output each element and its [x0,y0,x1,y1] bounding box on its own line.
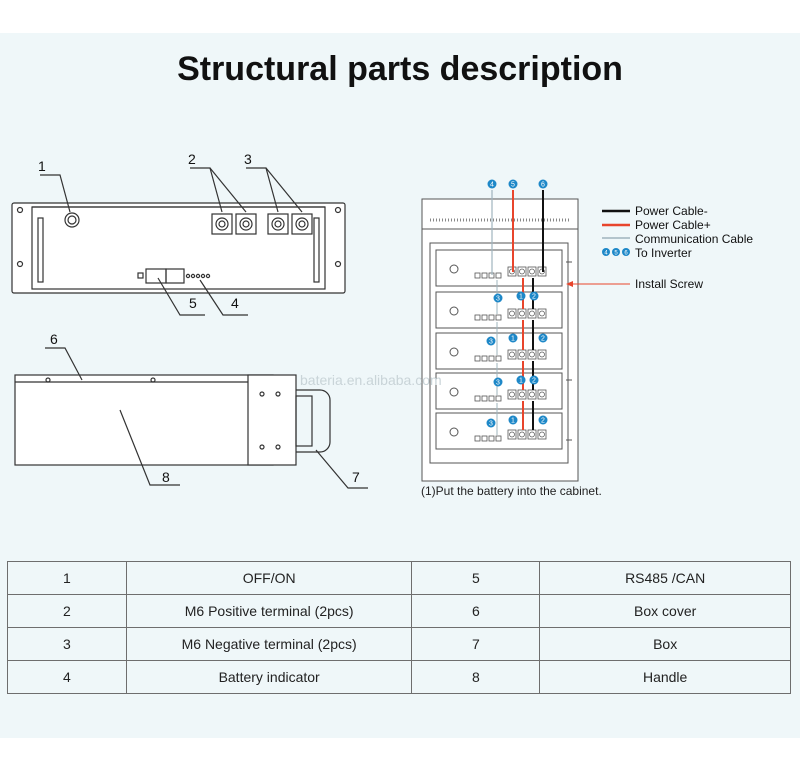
part-name-cell: Handle [539,660,791,694]
part-name-cell: M6 Negative terminal (2pcs) [125,627,413,661]
legend-power-cable-plus: Power Cable+ [635,218,711,232]
svg-text:2: 2 [532,378,536,385]
page-title: Structural parts description [177,50,623,88]
install-screw-label: Install Screw [635,277,703,291]
battery-module [435,249,563,287]
part-name-cell: Battery indicator [125,660,413,694]
cable-marker-icon: 3 [486,418,496,428]
cable-marker-icon: 1 [508,333,518,343]
part-name-cell: Box cover [539,594,791,628]
callout-5: 5 [189,295,197,311]
install-screw-arrowhead [566,281,573,287]
svg-text:4: 4 [490,182,494,189]
cable-marker-icon: 1 [516,291,526,301]
cable-marker-icon: 3 [486,336,496,346]
part-name-cell: M6 Positive terminal (2pcs) [125,594,413,628]
cable-marker-icon: 6 [538,179,548,189]
svg-text:2: 2 [541,336,545,343]
cabinet-caption: (1)Put the battery into the cabinet. [421,484,602,498]
callout-8: 8 [162,469,170,485]
inverter-markers: 4 5 6 [602,248,630,257]
cable-marker-icon: 2 [538,415,548,425]
legend-to-inverter: To Inverter [635,246,692,260]
svg-text:4: 4 [604,251,608,257]
callout-6: 6 [50,331,58,347]
part-number-cell: 6 [411,594,541,628]
cable-marker-icon: 3 [493,293,503,303]
part-number-cell: 5 [411,561,541,595]
svg-text:1: 1 [519,294,523,301]
cable-marker-icon: 4 [487,179,497,189]
part-number-cell: 1 [7,561,127,595]
watermark: bateria.en.alibaba.com [300,372,442,388]
svg-text:1: 1 [511,418,515,425]
svg-text:1: 1 [511,336,515,343]
legend-communication-cable: Communication Cable [635,232,753,246]
cable-marker-icon: 2 [529,375,539,385]
svg-text:2: 2 [541,418,545,425]
callout-4: 4 [231,295,239,311]
cable-marker-icon: 2 [529,291,539,301]
svg-text:1: 1 [519,378,523,385]
legend-power-cable-minus: Power Cable- [635,204,708,218]
svg-text:5: 5 [511,182,515,189]
cable-marker-icon: 2 [538,333,548,343]
svg-text:5: 5 [614,251,618,257]
svg-text:6: 6 [624,251,628,257]
svg-text:3: 3 [489,339,493,346]
svg-text:2: 2 [532,294,536,301]
svg-text:3: 3 [496,380,500,387]
callout-3: 3 [244,151,252,167]
svg-text:3: 3 [489,421,493,428]
part-number-cell: 8 [411,660,541,694]
callout-1: 1 [38,158,46,174]
part-number-cell: 3 [7,627,127,661]
callout-2: 2 [188,151,196,167]
cable-marker-icon: 5 [508,179,518,189]
cable-marker-icon: 1 [508,415,518,425]
part-name-cell: RS485 /CAN [539,561,791,595]
callout-7: 7 [352,469,360,485]
svg-text:3: 3 [496,296,500,303]
part-name-cell: Box [539,627,791,661]
part-number-cell: 7 [411,627,541,661]
cable-marker-icon: 3 [493,377,503,387]
part-name-cell: OFF/ON [125,561,413,595]
cable-marker-icon: 1 [516,375,526,385]
part-number-cell: 2 [7,594,127,628]
svg-text:6: 6 [541,182,545,189]
part-number-cell: 4 [7,660,127,694]
